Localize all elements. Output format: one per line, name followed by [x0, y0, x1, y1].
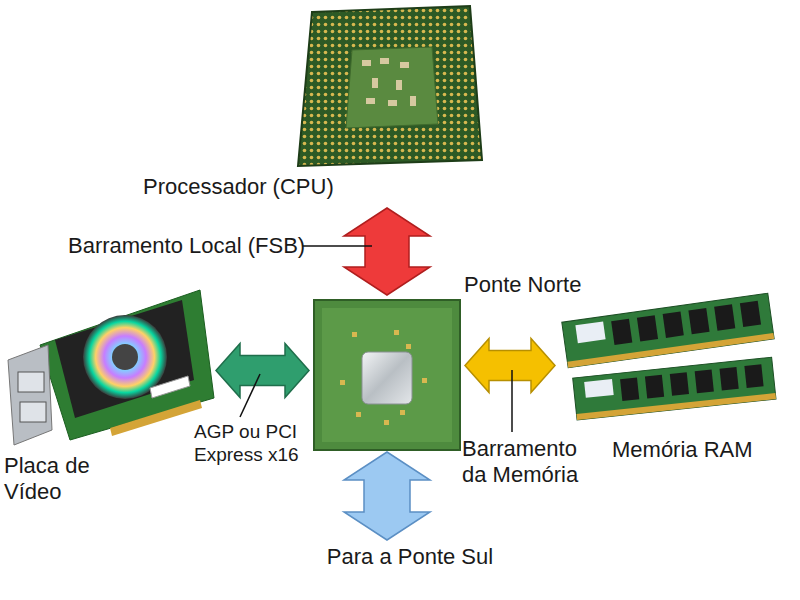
leader-line [302, 245, 372, 247]
dvi-port [18, 372, 44, 392]
card-fan-hub [112, 344, 138, 370]
bus-label: Barramento da Memória [462, 436, 587, 489]
chip-pad [406, 344, 411, 349]
cpu-component [388, 100, 397, 106]
component-label: Ponte Norte [464, 272, 581, 298]
chip-surface [322, 308, 452, 442]
leader-line [240, 374, 260, 417]
chip-pad [400, 410, 405, 415]
card-pcb [40, 290, 214, 440]
component-label: Memória RAM [612, 437, 753, 463]
card-cooler [55, 300, 194, 418]
dvi-port [20, 402, 46, 422]
ram-sticker [584, 379, 614, 398]
ram-chip [663, 312, 684, 338]
cpu-component [362, 60, 371, 66]
card-sticker [150, 376, 190, 398]
chipset-picture [314, 300, 460, 450]
bus-label: AGP ou PCI Express x16 [194, 421, 309, 467]
ram-chip [637, 315, 658, 341]
ram-pcb [562, 293, 774, 368]
cpu-picture [298, 6, 482, 166]
ram-chip [645, 375, 664, 399]
cpu-core-area [346, 47, 438, 128]
south-bridge-arrow [344, 452, 430, 540]
chip-pad [340, 380, 345, 385]
ram-stick [573, 357, 776, 420]
chip-pad [356, 412, 361, 417]
ram-chip [611, 319, 632, 345]
cpu-component [380, 58, 389, 64]
ram-contacts [576, 393, 776, 420]
ram-sticker [575, 321, 605, 343]
chip-pad [352, 332, 357, 337]
card-bracket [8, 345, 52, 445]
bus-label: Para a Ponte Sul [310, 544, 510, 570]
cpu-component [396, 80, 402, 90]
bus-label: Barramento Local (FSB) [68, 233, 305, 259]
ram-chip [688, 308, 709, 334]
bus-arrow [216, 344, 309, 398]
ram-chip [695, 370, 714, 394]
component-node: Processador (CPU) [290, 2, 482, 205]
cpu-component [400, 62, 409, 68]
chip-substrate [314, 300, 460, 450]
chip-pad [384, 420, 389, 425]
bus-arrow [344, 208, 430, 295]
ram-chip [744, 364, 763, 388]
card-edge-connector [110, 400, 202, 436]
component-label: Placa de Vídeo [4, 453, 114, 506]
cpu-component [372, 78, 378, 88]
component-label: Processador (CPU) [143, 174, 334, 200]
component-node: Memória RAM [558, 285, 780, 433]
bus-arrow [465, 339, 555, 393]
ram-chip [720, 367, 739, 391]
ram-chip [670, 372, 689, 396]
ram-chip [740, 301, 761, 327]
chip-pad [422, 378, 427, 383]
ram-pcb [573, 357, 776, 420]
leader-line [511, 370, 513, 432]
chip-pad [394, 330, 399, 335]
cpu-component [366, 98, 375, 104]
cpu-substrate [298, 6, 482, 166]
component-node: Placa de Vídeo [0, 283, 213, 443]
video-card-picture [8, 290, 214, 445]
ram-chip [620, 377, 639, 401]
cpu-component [410, 96, 416, 106]
ram-chip [714, 304, 735, 330]
chip-die [362, 352, 412, 404]
ram-stick [562, 293, 774, 368]
component-node: Ponte Norte [312, 298, 462, 452]
ram-picture [562, 293, 776, 420]
